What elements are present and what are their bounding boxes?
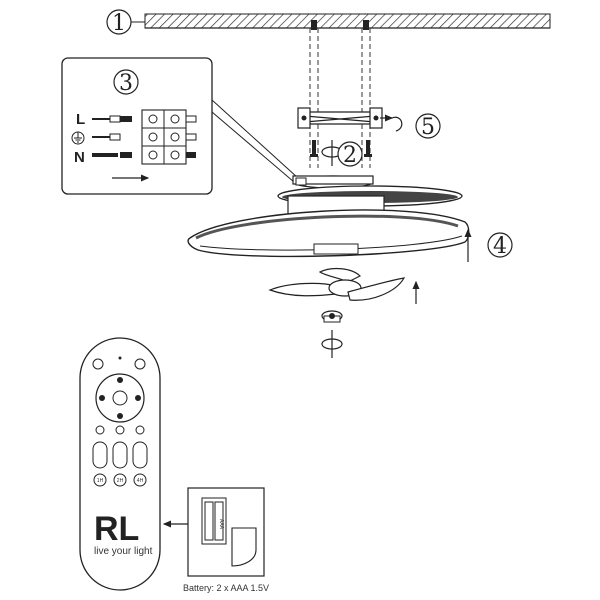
fan-down-button[interactable] xyxy=(92,441,108,469)
ceiling xyxy=(130,13,551,29)
timer-2h-button[interactable] xyxy=(113,473,127,487)
bracket-screws xyxy=(310,140,372,157)
terminal-block xyxy=(92,109,197,165)
callout-1: 1 xyxy=(106,9,132,36)
brightness-up-icon xyxy=(117,377,123,383)
callout-1-number: 1 xyxy=(112,11,126,36)
center-button[interactable] xyxy=(112,390,128,406)
fan-speed-1-icon[interactable] xyxy=(95,425,105,435)
callout-4-number: 4 xyxy=(493,234,507,259)
callout-3: 3 xyxy=(113,69,139,96)
battery-caption: Battery: 2 x AAA 1.5V xyxy=(183,583,269,593)
battery-cell-label: AAA xyxy=(218,519,224,530)
fan-mode-button[interactable] xyxy=(112,441,128,469)
callout-5: 5 xyxy=(415,113,441,140)
battery-cover xyxy=(231,527,257,567)
timer-1h-button[interactable] xyxy=(93,473,107,487)
remote-control: 1H 2H 4H RL live your light xyxy=(79,337,161,591)
timer-4h-button[interactable] xyxy=(133,473,147,487)
fan-up-button[interactable] xyxy=(132,441,148,469)
callout-3-number: 3 xyxy=(119,71,133,96)
ceiling-anchors xyxy=(311,20,369,30)
battery-inset: AAA xyxy=(187,487,265,577)
rotate-arrow-bracket xyxy=(380,114,403,132)
ground-icon xyxy=(71,131,85,145)
fan-speed-2-icon[interactable] xyxy=(115,425,125,435)
callout-2-number: 2 xyxy=(343,143,357,168)
neutral-terminal-label: N xyxy=(74,149,85,166)
indicator-led xyxy=(118,356,122,360)
light-ring-lower xyxy=(187,209,470,258)
color-cool-icon xyxy=(135,395,141,401)
color-warm-icon xyxy=(99,395,105,401)
brand-tagline: live your light xyxy=(94,546,153,557)
callout-4: 4 xyxy=(487,232,513,259)
power-button[interactable] xyxy=(92,358,104,370)
fan-speed-3-icon[interactable] xyxy=(135,425,145,435)
timer-4h-label: 4H xyxy=(137,478,144,484)
brand-logo: RL xyxy=(94,510,139,548)
fan-blades xyxy=(268,267,406,301)
timer-1h-label: 1H xyxy=(97,478,104,484)
light-button[interactable] xyxy=(134,358,146,370)
callout-2: 2 xyxy=(337,141,363,168)
live-terminal-label: L xyxy=(76,111,85,128)
center-cap xyxy=(321,310,343,323)
mounting-bracket xyxy=(297,107,383,129)
brightness-down-icon xyxy=(117,413,123,419)
rotate-arrow-cap xyxy=(321,330,343,358)
timer-2h-label: 2H xyxy=(117,478,124,484)
callout-5-number: 5 xyxy=(421,115,435,140)
